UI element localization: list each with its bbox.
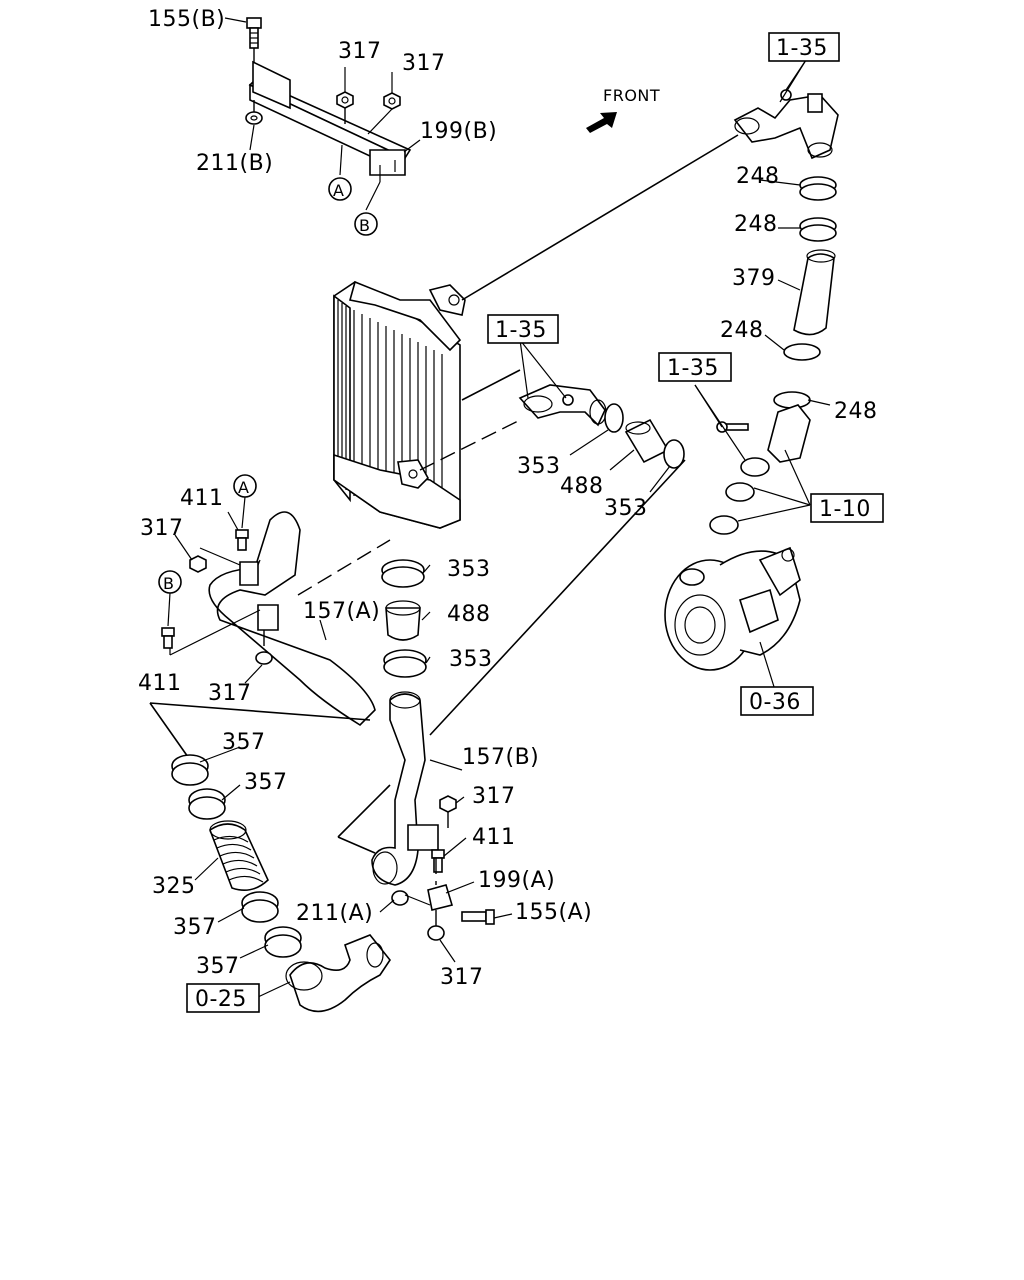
nut-317-d-icon [255, 651, 273, 665]
marker-b-top-label: B [359, 216, 370, 235]
nut-211b-icon [245, 111, 263, 125]
marker-b-left-label: B [163, 574, 174, 593]
callout-411-a: 411 [180, 486, 224, 511]
nut-317-f-icon [427, 925, 445, 941]
bolt-411-b-icon [161, 627, 175, 649]
nut-211a-icon [391, 890, 409, 906]
marker-b-top: B [354, 212, 378, 236]
pipe-0-25-icon [285, 934, 391, 1013]
callout-379: 379 [732, 266, 776, 291]
marker-b-left: B [158, 570, 182, 594]
callout-357-d: 357 [196, 954, 240, 979]
callout-317-b: 317 [402, 51, 446, 76]
ref-box-1-10[interactable]: 1-10 [810, 493, 884, 523]
callout-353-a: 353 [517, 454, 561, 479]
callout-317-f: 317 [440, 965, 484, 990]
ref-label-0-25: 0-25 [195, 987, 247, 1012]
ref-box-1-35-mid[interactable]: 1-35 [487, 314, 559, 344]
callout-357-c: 357 [173, 915, 217, 940]
upper-bracket-assembly [224, 17, 421, 211]
bolt-155b-icon [246, 17, 262, 49]
pipe-1-35-mid-icon [518, 384, 607, 427]
callout-488-b: 488 [447, 602, 491, 627]
callout-353-b: 353 [604, 496, 648, 521]
nut-317-e-icon [439, 795, 457, 813]
pipe-1-35-top-icon [733, 89, 839, 160]
clamp-248-c-icon [783, 343, 821, 361]
pipe-1-35-right-icon [716, 404, 811, 463]
ref-label-1-35-top: 1-35 [776, 36, 828, 61]
callout-411-b: 411 [138, 671, 182, 696]
bellows-hose-325-icon [209, 820, 269, 891]
turbocharger-icon [664, 546, 801, 671]
bracket-199a-icon [427, 884, 454, 911]
callout-353-c: 353 [447, 557, 491, 582]
pipe-157b-icon [371, 691, 426, 886]
front-label: FRONT [603, 86, 660, 105]
marker-a-top-label: A [333, 181, 344, 200]
bolt-155a-icon [461, 909, 495, 925]
nut-317-top-left-icon [336, 91, 354, 128]
clamp-353-c-icon [381, 559, 425, 588]
callout-155a: 155(A) [515, 900, 592, 925]
hose-488-a-icon [624, 418, 670, 464]
callout-325: 325 [152, 874, 196, 899]
callout-211b: 211(B) [196, 151, 273, 176]
callout-248-a: 248 [736, 164, 780, 189]
ref-box-0-36[interactable]: 0-36 [740, 686, 814, 716]
marker-a-left: A [233, 474, 257, 498]
bracket-199b-icon [248, 60, 412, 182]
marker-a-left-label: A [238, 478, 249, 497]
front-arrow-icon [586, 112, 617, 133]
clamp-353-a-icon [604, 403, 624, 433]
clamp-248-a-icon [799, 176, 837, 201]
callout-357-b: 357 [244, 770, 288, 795]
clamp-357-a-icon [171, 754, 209, 786]
callout-155b: 155(B) [148, 7, 225, 32]
nut-317-top-right-icon [367, 92, 401, 135]
clamp-357-d-icon [264, 926, 302, 958]
ref-label-1-35-mid: 1-35 [495, 318, 547, 343]
clamp-353-b-icon [663, 439, 685, 469]
ref-label-1-35-right: 1-35 [667, 356, 719, 381]
bolt-411-a-icon [235, 529, 249, 551]
callout-248-c: 248 [720, 318, 764, 343]
clamp-353-d-icon [383, 649, 427, 678]
clamp-248-d-icon [773, 391, 811, 409]
ref-label-1-10: 1-10 [819, 497, 871, 522]
callout-317-c: 317 [140, 516, 184, 541]
callout-357-a: 357 [222, 730, 266, 755]
callout-199b: 199(B) [420, 119, 497, 144]
callout-199a: 199(A) [478, 868, 555, 893]
gasket-1-10-c-icon [709, 515, 739, 535]
gasket-1-10-b-icon [725, 482, 755, 502]
marker-a-top: A [328, 177, 352, 201]
ref-label-0-36: 0-36 [749, 690, 801, 715]
intercooler-core-icon [333, 280, 466, 529]
callout-317-d: 317 [208, 681, 252, 706]
callout-488-a: 488 [560, 474, 604, 499]
gasket-1-10-a-icon [740, 457, 770, 477]
clamp-248-b-icon [799, 217, 837, 242]
ref-box-1-35-top[interactable]: 1-35 [768, 32, 840, 62]
callout-317-a: 317 [338, 39, 382, 64]
ref-box-0-25[interactable]: 0-25 [186, 983, 260, 1013]
ref-box-1-35-right[interactable]: 1-35 [658, 352, 732, 382]
callout-317-e: 317 [472, 784, 516, 809]
hose-379-icon [793, 249, 836, 336]
callout-353-d: 353 [449, 647, 493, 672]
nut-317-c-icon [189, 555, 207, 573]
callout-411-c: 411 [472, 825, 516, 850]
clamp-357-b-icon [188, 788, 226, 820]
callout-211a: 211(A) [296, 901, 373, 926]
callout-248-b: 248 [734, 212, 778, 237]
callout-248-d: 248 [834, 399, 878, 424]
bolt-411-c-icon [431, 849, 445, 873]
callout-157a: 157(A) [303, 599, 380, 624]
callout-157b: 157(B) [462, 745, 539, 770]
hose-488-b-icon [385, 600, 421, 641]
clamp-357-c-icon [241, 891, 279, 923]
